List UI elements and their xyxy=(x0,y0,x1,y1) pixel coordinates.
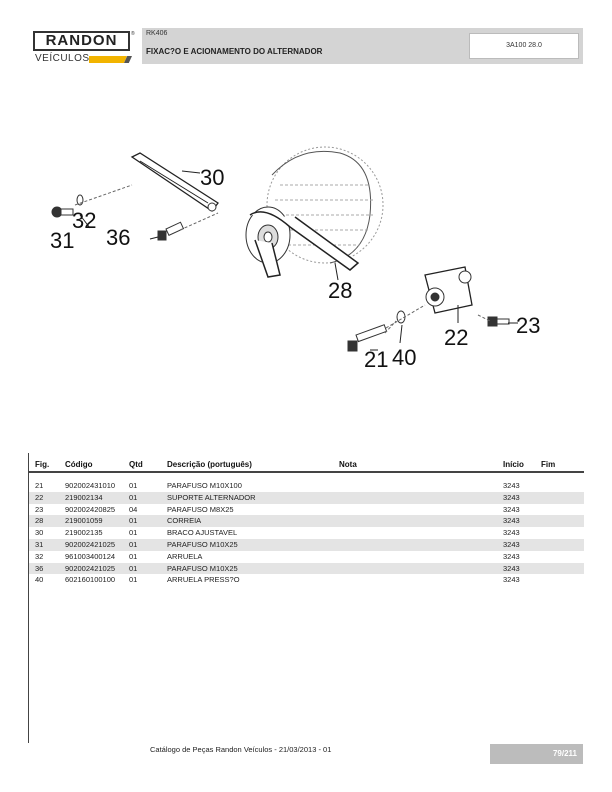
cell-inicio: 3243 xyxy=(503,539,520,549)
cell-qtd: 04 xyxy=(129,504,138,514)
table-header: Fig. Código Qtd Descrição (português) No… xyxy=(29,453,584,473)
model-code: RK406 xyxy=(146,30,168,37)
cell-fig: 40 xyxy=(35,575,44,585)
cell-codigo: 902002421025 xyxy=(65,563,116,573)
cell-desc: ARRUELA xyxy=(167,551,203,561)
randon-logo: RANDON ® VEÍCULOS xyxy=(33,31,135,65)
support-bracket-22 xyxy=(424,266,473,314)
table-row: 21 902002431010 01 PARAFUSO M10X100 3243 xyxy=(29,480,584,492)
cell-qtd: 01 xyxy=(129,575,138,585)
bolt-21 xyxy=(347,324,388,352)
table-row: 40 602160100100 01 ARRUELA PRESS?O 3243 xyxy=(29,574,584,586)
cell-codigo: 219002135 xyxy=(65,528,103,538)
cell-desc: PARAFUSO M8X25 xyxy=(167,504,234,514)
col-codigo: Código xyxy=(65,460,93,469)
cell-desc: SUPORTE ALTERNADOR xyxy=(167,492,256,502)
brand-stripe xyxy=(89,56,127,63)
table-row: 32 961003400124 01 ARRUELA 3243 xyxy=(29,551,584,563)
cell-desc: CORREIA xyxy=(167,516,202,526)
cell-desc: PARAFUSO M10X100 xyxy=(167,481,242,490)
col-fim: Fim xyxy=(541,460,556,469)
callout-28: 28 xyxy=(328,278,352,303)
cell-inicio: 3243 xyxy=(503,551,520,561)
col-qtd: Qtd xyxy=(129,460,143,469)
cell-qtd: 01 xyxy=(129,551,138,561)
brand-stripe-dark xyxy=(124,56,132,63)
cell-desc: PARAFUSO M10X25 xyxy=(167,539,238,549)
cell-inicio: 3243 xyxy=(503,492,520,502)
page-title: FIXAC?O E ACIONAMENTO DO ALTERNADOR xyxy=(146,47,323,56)
callout-23: 23 xyxy=(516,313,540,338)
bolt-31 xyxy=(51,206,74,218)
cell-qtd: 01 xyxy=(129,481,138,490)
cell-qtd: 01 xyxy=(129,539,138,549)
cell-desc: PARAFUSO M10X25 xyxy=(167,563,238,573)
col-desc: Descrição (português) xyxy=(167,460,252,469)
cell-inicio: 3243 xyxy=(503,481,520,490)
cell-fig: 21 xyxy=(35,481,44,490)
cell-codigo: 961003400124 xyxy=(65,551,116,561)
cell-qtd: 01 xyxy=(129,516,138,526)
table-row: 36 902002421025 01 PARAFUSO M10X25 3243 xyxy=(29,562,584,575)
bolt-23 xyxy=(487,316,510,327)
cell-qtd: 01 xyxy=(129,492,138,502)
registered-mark: ® xyxy=(131,31,135,37)
cell-fig: 32 xyxy=(35,551,44,561)
cell-codigo: 902002420825 xyxy=(65,504,116,514)
table-row: 28 219001059 01 CORREIA 3243 xyxy=(29,515,584,528)
col-inicio: Início xyxy=(503,460,524,469)
cell-codigo: 902002421025 xyxy=(65,539,116,549)
brand-name: RANDON xyxy=(33,31,130,51)
cell-fig: 31 xyxy=(35,539,44,549)
table-row: 22 219002134 01 SUPORTE ALTERNADOR 3243 xyxy=(29,491,584,504)
callout-30: 30 xyxy=(200,165,224,190)
cell-codigo: 219001059 xyxy=(65,516,103,526)
reference-code: 3A100 28.0 xyxy=(469,33,579,59)
adjustable-arm-30 xyxy=(130,152,219,212)
callout-21: 21 xyxy=(364,347,388,372)
cell-codigo: 602160100100 xyxy=(65,575,116,585)
col-nota: Nota xyxy=(339,460,357,469)
cell-fig: 28 xyxy=(35,516,44,526)
cell-inicio: 3243 xyxy=(503,563,520,573)
table-row: 31 902002421025 01 PARAFUSO M10X25 3243 xyxy=(29,538,584,551)
page-number: 79/211 xyxy=(490,744,583,764)
parts-table: Fig. Código Qtd Descrição (português) No… xyxy=(28,453,584,743)
alternator-illustration xyxy=(245,146,384,264)
cell-inicio: 3243 xyxy=(503,528,520,538)
cell-fig: 36 xyxy=(35,563,44,573)
cell-fig: 23 xyxy=(35,504,44,514)
exploded-diagram: 30 32 31 36 28 23 22 21 40 xyxy=(50,146,540,372)
bolt-36 xyxy=(157,221,185,241)
callout-36: 36 xyxy=(106,225,130,250)
cell-inicio: 3243 xyxy=(503,504,520,514)
cell-desc: BRACO AJUSTAVEL xyxy=(167,528,238,538)
footer-text: Catálogo de Peças Randon Veículos - 21/0… xyxy=(150,745,332,754)
belt-28 xyxy=(249,211,360,278)
cell-inicio: 3243 xyxy=(503,575,520,585)
cell-codigo: 902002431010 xyxy=(65,481,116,490)
cell-fig: 22 xyxy=(35,492,44,502)
brand-sub: VEÍCULOS xyxy=(35,53,90,64)
cell-qtd: 01 xyxy=(129,563,138,573)
cell-desc: ARRUELA PRESS?O xyxy=(167,575,240,585)
cell-qtd: 01 xyxy=(129,528,138,538)
cell-inicio: 3243 xyxy=(503,516,520,526)
table-row: 23 902002420825 04 PARAFUSO M8X25 3243 xyxy=(29,504,584,516)
col-fig: Fig. xyxy=(35,460,50,469)
table-row: 30 219002135 01 BRACO AJUSTAVEL 3243 xyxy=(29,527,584,539)
cell-fig: 30 xyxy=(35,528,44,538)
callout-32: 32 xyxy=(72,208,96,233)
callout-31: 31 xyxy=(50,228,74,253)
header-bar: RK406 FIXAC?O E ACIONAMENTO DO ALTERNADO… xyxy=(142,28,583,64)
callout-22: 22 xyxy=(444,325,468,350)
callout-40: 40 xyxy=(392,345,416,370)
cell-codigo: 219002134 xyxy=(65,492,103,502)
